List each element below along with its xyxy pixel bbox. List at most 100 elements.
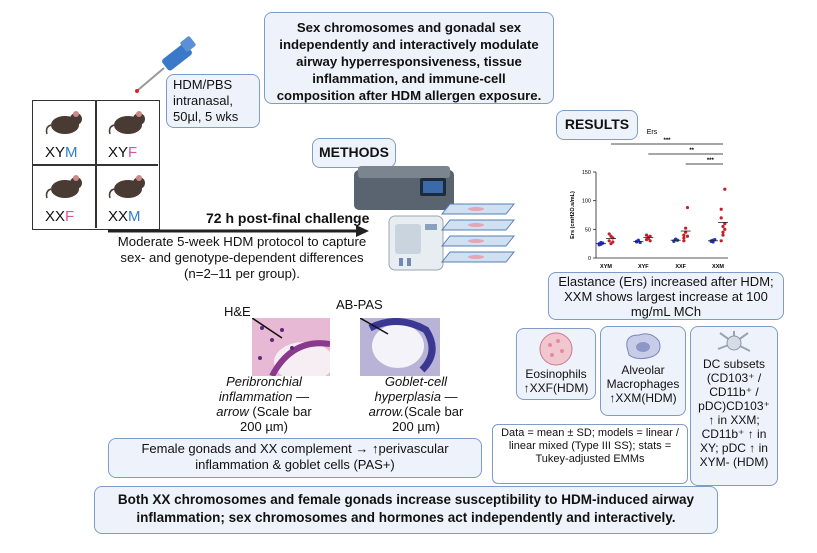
methods-label-text: METHODS: [319, 144, 389, 160]
data-point: [719, 207, 723, 211]
data-point: [682, 236, 686, 240]
eosinophils-box: Eosinophils ↑XXF(HDM): [516, 328, 596, 400]
data-point: [685, 205, 690, 210]
abpas-label: AB-PAS: [336, 297, 383, 312]
data-point: [721, 230, 725, 234]
mouse-icon: [108, 175, 145, 199]
data-point: [648, 239, 652, 243]
data-point: [682, 233, 686, 237]
protocol-text: Moderate 5-week HDM protocol to capture …: [117, 234, 367, 281]
conclusion-text: Both XX chromosomes and female gonads in…: [117, 492, 695, 525]
x-tick-label: XXM: [712, 264, 724, 270]
he-caption-italic: Peribronchial inflammation — arrow: [216, 374, 310, 419]
elastance-finding-box: Elastance (Ers) increased after HDM; XXM…: [548, 272, 784, 320]
timepoint-label: 72 h post-final challenge: [206, 210, 370, 226]
genotype-xym: XYM: [33, 101, 96, 165]
data-point: [721, 224, 725, 229]
data-point: [723, 227, 727, 231]
dc-subsets-box: DC subsets (CD103⁺ / CD11b⁺ / pDC)CD103⁺…: [690, 326, 778, 486]
abpas-histology-image: [360, 318, 440, 376]
y-tick-label: 100: [582, 199, 591, 205]
genotype-xxf: XXF: [33, 165, 96, 229]
conclusion-box: Both XX chromosomes and female gonads in…: [94, 486, 718, 534]
data-point: [711, 238, 715, 242]
macrophages-effect: ↑XXM(HDM): [603, 391, 683, 405]
genotype-gonad: F: [128, 144, 138, 161]
slides-icon: [440, 203, 516, 263]
macrophages-label: Alveolar Macrophages: [606, 363, 680, 391]
eosinophils-effect-text: XXF(HDM): [529, 381, 589, 395]
genotype-xyf: XYF: [96, 101, 159, 165]
dc-subsets-text: DC subsets (CD103⁺ / CD11b⁺ / pDC)CD103⁺…: [698, 357, 770, 469]
genotype-chrom: XY: [45, 144, 66, 161]
title-box: Sex chromosomes and gonadal sex independ…: [264, 12, 554, 104]
significance-label: ***: [663, 138, 671, 144]
data-point: [644, 233, 649, 237]
x-tick-label: XYF: [638, 264, 649, 270]
data-point: [719, 239, 723, 243]
data-point: [721, 233, 725, 237]
x-tick-label: XYM: [600, 264, 612, 270]
abpas-caption: Goblet-cell hyperplasia — arrow.(Scale b…: [366, 374, 466, 434]
exposure-text: HDM/PBS intranasal, 50µl, 5 wks: [173, 77, 239, 124]
results-label: RESULTS: [556, 110, 638, 140]
up-arrow-icon: ↑: [523, 381, 530, 395]
genotype-gonad: M: [128, 208, 141, 225]
title-text: Sex chromosomes and gonadal sex independ…: [276, 20, 542, 103]
he-histology-image: [252, 318, 330, 376]
plethysmograph-icon: [354, 166, 454, 210]
abpas-caption-plain: (Scale bar 200 µm): [392, 404, 464, 434]
up-arrow-icon: ↑: [609, 391, 616, 405]
elastance-finding-text: Elastance (Ers) increased after HDM; XXM…: [558, 274, 774, 319]
data-point: [611, 236, 615, 240]
genotype-gonad: F: [65, 208, 75, 225]
data-point: [607, 239, 611, 243]
data-point: [723, 187, 727, 191]
genotype-chrom: XY: [108, 144, 129, 161]
data-point: [607, 232, 611, 236]
y-tick-label: 150: [582, 170, 591, 176]
results-label-text: RESULTS: [564, 116, 630, 132]
mouse-icon: [45, 111, 82, 135]
data-point: [609, 242, 613, 246]
timeline-arrow: [108, 225, 369, 237]
genotype-xxm: XXM: [96, 165, 159, 229]
data-point: [682, 239, 686, 243]
he-label: H&E: [224, 304, 251, 319]
methods-label: METHODS: [312, 138, 396, 168]
eosinophil-icon: [539, 332, 573, 366]
he-caption: Peribronchial inflammation — arrow (Scal…: [214, 374, 314, 434]
significance-label: ***: [707, 158, 715, 164]
data-point: [684, 226, 688, 230]
genotype-gonad: M: [65, 144, 78, 161]
eosinophils-effect: ↑XXF(HDM): [519, 381, 593, 395]
eosinophils-label: Eosinophils: [525, 367, 587, 381]
macrophage-icon: [626, 333, 661, 360]
gonads-finding-text: Female gonads and XX complement → ↑periv…: [141, 441, 449, 472]
macrophages-effect-text: XXM(HDM): [615, 391, 677, 405]
y-tick-label: 0: [588, 256, 591, 262]
y-tick-label: 50: [585, 227, 591, 233]
chart-title: Ers: [647, 129, 658, 136]
genotype-chrom: XX: [45, 208, 66, 225]
alveolar-macrophages-box: Alveolar Macrophages ↑XXM(HDM): [600, 326, 686, 416]
mouse-icon: [45, 175, 82, 199]
analyzer-icon: [388, 215, 444, 271]
x-tick-label: XXF: [675, 264, 686, 270]
he-caption-plain: (Scale bar 200 µm): [240, 404, 312, 434]
mouse-icon: [108, 111, 145, 135]
stats-text: Data = mean ± SD; models = linear / line…: [501, 427, 679, 465]
dendritic-cell-icon: [717, 331, 751, 352]
pipette-icon: [135, 36, 196, 93]
stats-box: Data = mean ± SD; models = linear / line…: [492, 424, 688, 484]
data-point: [685, 234, 690, 238]
genotype-chrom: XX: [108, 208, 129, 225]
significance-label: **: [689, 148, 694, 154]
gonads-finding-box: Female gonads and XX complement → ↑periv…: [108, 438, 482, 478]
exposure-box: HDM/PBS intranasal, 50µl, 5 wks: [166, 74, 260, 128]
abpas-caption-italic: Goblet-cell hyperplasia — arrow.: [368, 374, 458, 419]
four-core-genotypes-grid: XYM XYF XXF XXM: [32, 100, 160, 230]
data-point: [719, 216, 723, 220]
y-axis-label: Ers (cmH2O.s/mL): [570, 191, 576, 239]
